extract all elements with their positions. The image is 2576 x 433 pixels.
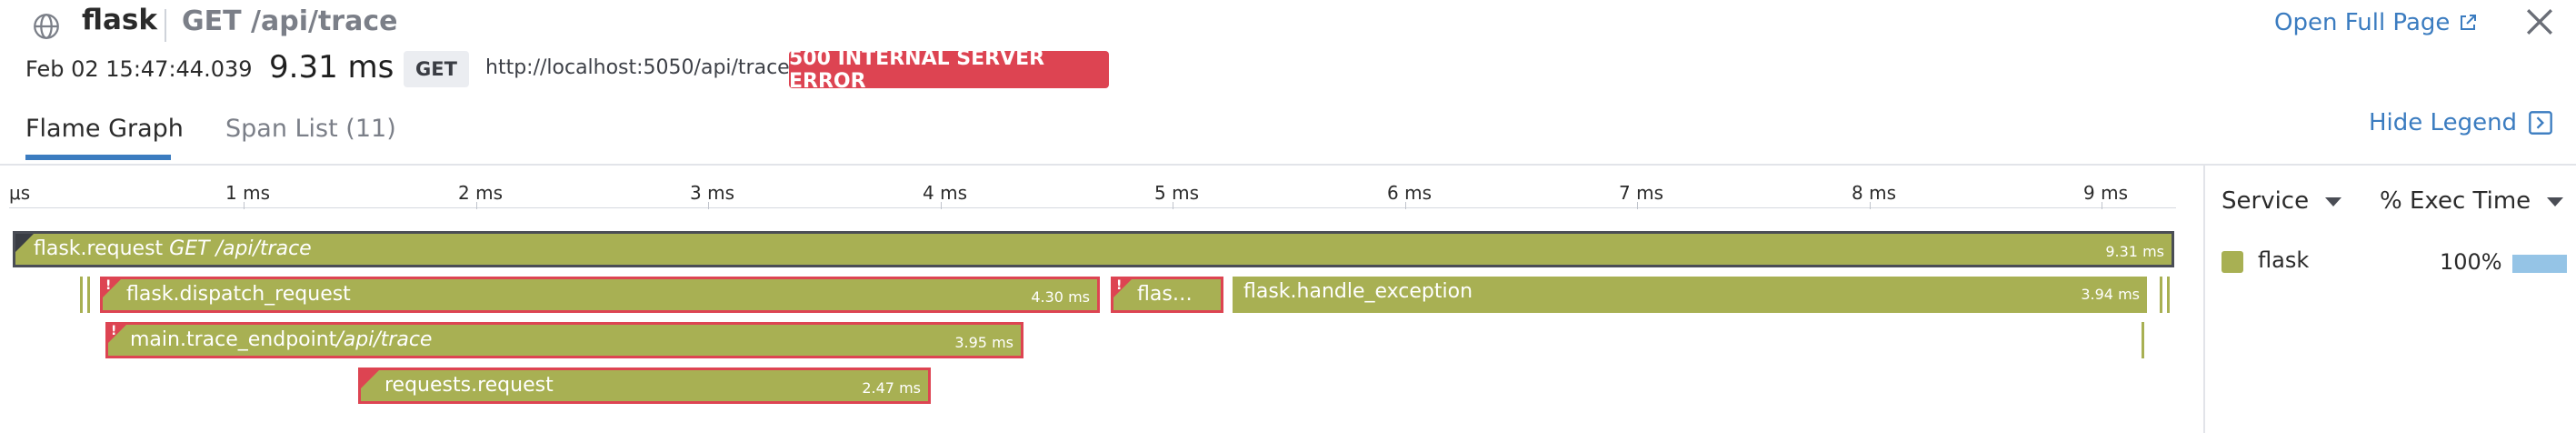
axis-tick-label: 4 ms: [923, 182, 967, 204]
hide-legend-button[interactable]: Hide Legend: [2369, 109, 2553, 136]
axis-tick-mark: [1637, 202, 1638, 209]
axis-tick-label: μs: [9, 182, 31, 204]
span-name: flask.dispatch_request: [126, 283, 351, 306]
span-sliver[interactable]: [80, 277, 83, 313]
error-corner-marker: [108, 325, 126, 343]
span-duration: 3.94 ms: [2081, 286, 2140, 303]
tab-span-list[interactable]: Span List (11): [225, 115, 396, 143]
error-corner-marker: [1113, 279, 1132, 297]
axis-tick-mark: [244, 202, 245, 209]
active-tab-indicator: [25, 155, 171, 160]
legend-divider: [2203, 166, 2205, 433]
open-full-page-link[interactable]: Open Full Page: [2274, 9, 2479, 36]
span-flask-truncated[interactable]: ! flas…: [1111, 277, 1223, 313]
span-flask-request[interactable]: flask.request GET /api/trace 9.31 ms: [13, 231, 2174, 267]
axis-tick-label: 9 ms: [2083, 182, 2128, 204]
span-duration: 9.31 ms: [2105, 243, 2164, 260]
axis-tick-mark: [1870, 202, 1871, 209]
span-duration: 4.30 ms: [1031, 288, 1090, 306]
axis-tick-label: 1 ms: [225, 182, 270, 204]
axis-tick-mark: [941, 202, 942, 209]
header-divider-line: [0, 164, 2576, 166]
error-icon: !: [105, 278, 112, 293]
span-name: main.trace_endpoint: [130, 328, 337, 351]
axis-tick-label: 2 ms: [458, 182, 503, 204]
error-corner-marker: [103, 279, 121, 297]
legend-service-name: flask: [2258, 247, 2310, 273]
hide-legend-label: Hide Legend: [2369, 109, 2518, 136]
header-divider: [165, 9, 166, 42]
trace-date: Feb 02 15:47:44.039: [25, 56, 253, 82]
status-badge: 500 INTERNAL SERVER ERROR: [789, 47, 1109, 93]
axis-tick-label: 7 ms: [1619, 182, 1663, 204]
error-corner-marker: [361, 370, 379, 388]
request-url: http://localhost:5050/api/trace: [485, 56, 790, 79]
span-flask-dispatch-request[interactable]: ! flask.dispatch_request 4.30 ms: [100, 277, 1100, 313]
globe-icon: [34, 14, 59, 39]
close-icon[interactable]: [2520, 2, 2560, 42]
span-name: flask.handle_exception: [1243, 280, 1473, 303]
external-link-icon: [2461, 15, 2477, 30]
span-name: flas…: [1137, 283, 1193, 306]
legend-exec-time-label: % Exec Time: [2380, 187, 2531, 215]
service-name: flask: [82, 4, 157, 36]
caret-down-icon: [2547, 196, 2564, 206]
legend-exec-time-header[interactable]: % Exec Time: [2380, 187, 2564, 215]
span-sliver[interactable]: [87, 277, 90, 313]
collapse-panel-icon: [2529, 111, 2552, 135]
trace-duration: 9.31 ms: [269, 49, 394, 86]
axis-tick-mark: [708, 202, 709, 209]
span-duration: 3.95 ms: [954, 334, 1013, 351]
span-requests-request[interactable]: requests.request 2.47 ms: [358, 368, 931, 404]
legend-exec-percent: 100%: [2440, 249, 2502, 275]
axis-tick-label: 5 ms: [1154, 182, 1199, 204]
span-resource: GET /api/trace: [169, 237, 312, 260]
tab-flame-graph[interactable]: Flame Graph: [25, 115, 184, 143]
axis-tick-label: 6 ms: [1387, 182, 1432, 204]
axis-tick-mark: [1405, 202, 1406, 209]
axis-tick-label: 3 ms: [690, 182, 734, 204]
span-main-trace-endpoint[interactable]: ! main.trace_endpoint/api/trace 3.95 ms: [105, 322, 1023, 358]
axis-tick-label: 8 ms: [1852, 182, 1896, 204]
span-sliver[interactable]: [2167, 277, 2170, 313]
http-method-badge: GET: [404, 51, 469, 87]
error-icon: !: [111, 324, 117, 338]
open-full-page-label: Open Full Page: [2274, 9, 2451, 36]
error-icon: !: [1116, 278, 1123, 293]
legend-service-label: Service: [2222, 187, 2310, 215]
span-sliver[interactable]: [2142, 322, 2144, 358]
resource-name: GET /api/trace: [182, 5, 398, 37]
legend-exec-bar: [2512, 255, 2567, 273]
time-axis: [9, 207, 2176, 208]
span-duration: 2.47 ms: [862, 379, 921, 397]
legend-color-swatch: [2222, 251, 2243, 273]
legend-service-header[interactable]: Service: [2222, 187, 2342, 215]
span-flask-handle-exception[interactable]: flask.handle_exception 3.94 ms: [1233, 277, 2147, 313]
span-marker: [15, 234, 34, 252]
span-name: flask.request: [34, 237, 164, 260]
span-resource: /api/trace: [336, 328, 433, 351]
span-sliver[interactable]: [2160, 277, 2162, 313]
axis-tick-mark: [476, 202, 477, 209]
caret-down-icon: [2325, 196, 2342, 206]
span-name: requests.request: [384, 374, 554, 397]
